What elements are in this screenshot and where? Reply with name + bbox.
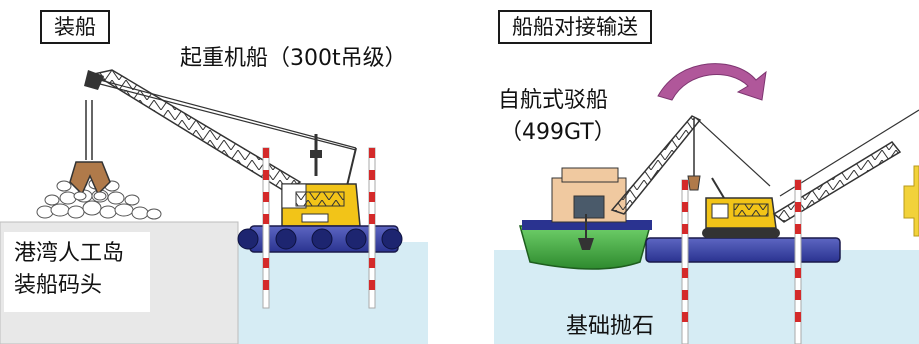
quay-text-box bbox=[4, 232, 150, 312]
crane-house-left bbox=[281, 183, 361, 227]
crawler-crane-right bbox=[702, 177, 780, 238]
tag-ship-to-ship: 船船对接输送 bbox=[498, 10, 652, 44]
crane-mast-left bbox=[310, 134, 357, 191]
crane-boom-left bbox=[84, 69, 357, 193]
crane-boom-far-right bbox=[772, 109, 919, 223]
transfer-arrow bbox=[657, 63, 767, 101]
self-propelled-barge bbox=[519, 167, 652, 270]
quay-label: 港湾人工岛 装船码头 bbox=[14, 238, 124, 302]
quay-label-line2: 装船码头 bbox=[14, 273, 103, 298]
barge-label-line2: （499GT） bbox=[500, 120, 616, 145]
grab-bucket bbox=[69, 100, 111, 201]
spud-poles-right bbox=[681, 179, 802, 344]
foundation-riprap-label: 基础抛石 bbox=[566, 314, 655, 339]
spud-poles-left bbox=[262, 147, 376, 309]
next-step-arrow bbox=[903, 165, 919, 237]
crane-ship-label: 起重机船（300t吊级） bbox=[180, 46, 407, 71]
rock-pile bbox=[36, 177, 162, 220]
crane-boom-right bbox=[610, 115, 771, 215]
barge-label-line1: 自航式驳船 bbox=[498, 88, 609, 113]
tag-loading: 装船 bbox=[40, 10, 110, 44]
crane-barge-right bbox=[645, 237, 841, 263]
quay-label-line1: 港湾人工岛 bbox=[14, 241, 125, 266]
crane-barge-left bbox=[237, 225, 403, 253]
